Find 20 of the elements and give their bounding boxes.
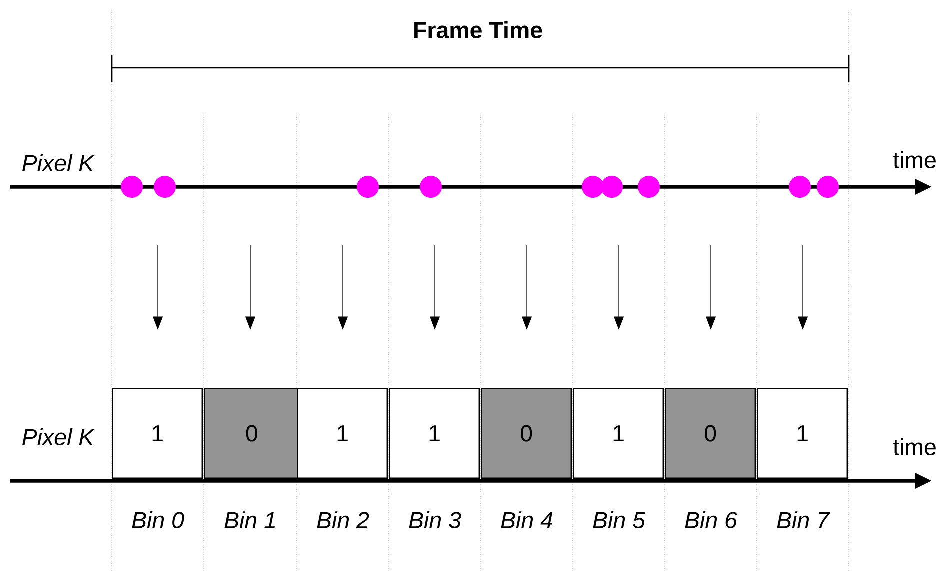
bin-label: Bin 2 [317, 512, 370, 528]
bin-box: 1 [297, 388, 388, 480]
bin-box: 0 [665, 388, 756, 480]
time-label: time [893, 438, 936, 456]
bin-box: 0 [204, 388, 300, 480]
bin-label: Bin 7 [777, 512, 830, 528]
bin-label: Bin 6 [685, 511, 738, 529]
bin-label: Bin 3 [409, 511, 462, 529]
bin-box: 0 [481, 388, 572, 480]
bin-label: Bin 1 [224, 512, 275, 528]
bin-label: Bin 4 [501, 512, 553, 528]
bin-label: Bin 0 [132, 511, 184, 529]
time-label: time [893, 151, 936, 169]
bin-box: 1 [112, 388, 204, 480]
bin-box: 1 [573, 388, 664, 480]
bin-box: 1 [389, 388, 480, 480]
frame-time-label: Frame Time [414, 21, 542, 39]
bin-box: 1 [757, 388, 848, 480]
bin-label: Bin 5 [593, 511, 646, 529]
pixel-label: Pixel K [22, 154, 95, 172]
